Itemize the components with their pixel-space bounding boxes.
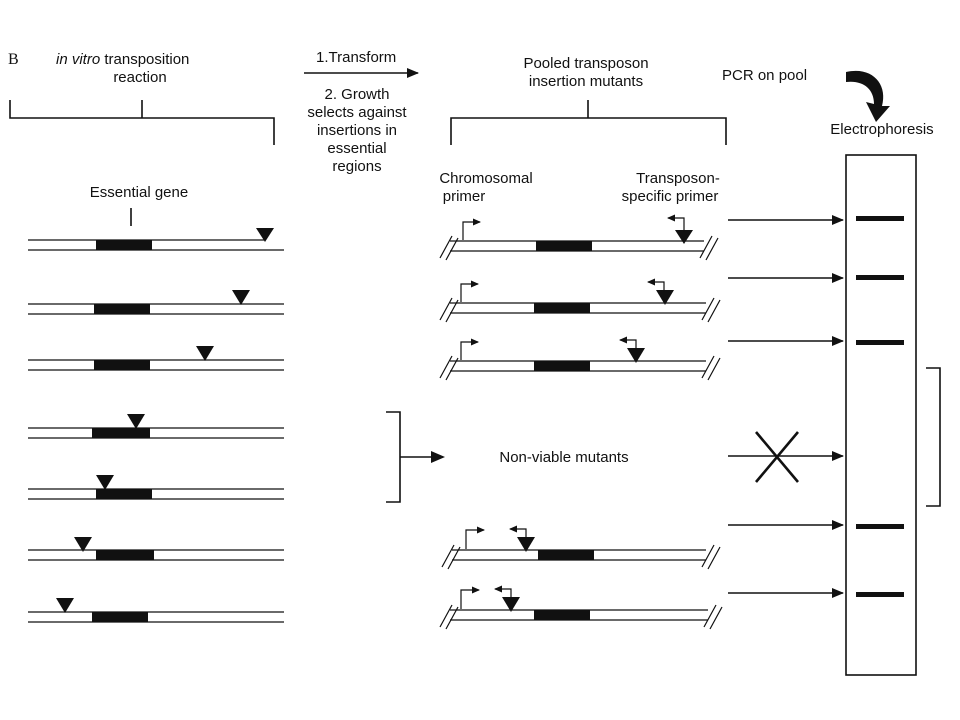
transposon-primer-line-1: Transposon- bbox=[636, 170, 720, 187]
chromosomal-primer-arrow bbox=[465, 526, 485, 549]
pooled-mutant-2 bbox=[439, 278, 721, 323]
pcr-curved-arrow-icon bbox=[846, 70, 890, 122]
essential-gene-block bbox=[94, 360, 150, 370]
chromosomal-primer-arrow bbox=[460, 280, 479, 302]
essential-gene-block bbox=[92, 428, 150, 438]
growth-line-5: regions bbox=[332, 158, 381, 175]
pooled-mutant-1 bbox=[439, 214, 719, 261]
transposon-primer-arrow bbox=[619, 336, 637, 350]
nonviable-arrowhead bbox=[431, 451, 445, 463]
chromosome-break-mark bbox=[439, 297, 721, 323]
nonviable-label: Non-viable mutants bbox=[499, 449, 628, 466]
transform-label: 1.Transform bbox=[316, 49, 396, 66]
transposon-primer-arrow bbox=[647, 278, 665, 292]
chromosomal-primer-line-1: Chromosomal bbox=[439, 170, 532, 187]
essential-gene-block bbox=[94, 304, 150, 314]
chromosomal-primer-arrow bbox=[462, 218, 481, 240]
essential-gene-block bbox=[92, 612, 148, 622]
pooled-mutants bbox=[439, 214, 723, 630]
essential-gene-label: Essential gene bbox=[90, 184, 188, 201]
transposon-insertion-icon bbox=[232, 290, 250, 305]
transposon-insertion-icon bbox=[56, 598, 74, 613]
essential-gene-block bbox=[96, 240, 152, 250]
step1-line2: reaction bbox=[113, 69, 166, 86]
left-chromosome-1 bbox=[28, 228, 284, 251]
chromosome-break-mark bbox=[441, 544, 721, 570]
essential-gene-block bbox=[534, 361, 590, 371]
chromosome-break-mark bbox=[439, 355, 721, 381]
step1-line1: in vitro transposition bbox=[56, 51, 189, 68]
chromosomal-primer-arrow bbox=[460, 338, 479, 360]
gel-band bbox=[856, 592, 904, 597]
gel-band bbox=[856, 524, 904, 529]
pcr-label: PCR on pool bbox=[722, 67, 807, 84]
essential-gene-block bbox=[534, 303, 590, 313]
chromosomal-primer-arrow bbox=[460, 586, 480, 609]
left-chromosome-3 bbox=[28, 346, 284, 371]
chromosomal-primer-line-2: primer bbox=[443, 188, 486, 205]
left-chromosome-4 bbox=[28, 414, 284, 439]
transposon-insertion-icon bbox=[675, 230, 693, 244]
transposon-primer-line-2: specific primer bbox=[622, 188, 719, 205]
essential-gene-block bbox=[536, 241, 592, 251]
transposon-insertion-icon bbox=[74, 537, 92, 552]
essential-gene-block bbox=[538, 550, 594, 560]
pooled-line-1: Pooled transposon bbox=[523, 55, 648, 72]
gel-band bbox=[856, 216, 904, 221]
growth-line-4: essential bbox=[327, 140, 386, 157]
left-chromosome-5 bbox=[28, 475, 284, 500]
transposon-insertion-icon bbox=[502, 597, 520, 612]
gel-band bbox=[856, 275, 904, 280]
cross-icon bbox=[755, 431, 799, 483]
transposon-insertion-icon bbox=[127, 414, 145, 429]
left-chromosome-7 bbox=[28, 598, 284, 623]
step1-italic: in vitro bbox=[56, 51, 100, 68]
essential-gene-block bbox=[534, 610, 590, 620]
transposon-insertion-icon bbox=[656, 290, 674, 305]
transposon-insertion-icon bbox=[96, 475, 114, 490]
transposon-insertion-icon bbox=[517, 537, 535, 552]
left-chromosome-2 bbox=[28, 290, 284, 315]
growth-line-1: 2. Growth bbox=[324, 86, 389, 103]
transposon-primer-arrow bbox=[494, 585, 512, 599]
pooled-mutant-5 bbox=[439, 585, 723, 630]
pooled-mutant-4 bbox=[441, 525, 721, 570]
step1-rest: transposition bbox=[100, 51, 189, 68]
transposon-primer-arrow bbox=[667, 214, 685, 232]
growth-line-3: insertions in bbox=[317, 122, 397, 139]
transposon-insertion-icon bbox=[256, 228, 274, 242]
left-bracket bbox=[9, 100, 275, 145]
middle-bracket bbox=[450, 100, 727, 145]
missing-bands-bracket bbox=[926, 367, 941, 507]
left-chromosomes bbox=[28, 228, 284, 623]
chromosome-break-mark bbox=[439, 604, 723, 630]
panel-label: B bbox=[8, 51, 19, 68]
essential-gene-block bbox=[96, 550, 154, 560]
left-chromosome-6 bbox=[28, 537, 284, 561]
growth-line-2: selects against bbox=[307, 104, 407, 121]
electrophoresis-gel bbox=[845, 154, 917, 676]
electrophoresis-label: Electrophoresis bbox=[830, 121, 933, 138]
essential-gene-block bbox=[96, 489, 152, 499]
gel-band bbox=[856, 340, 904, 345]
transposon-insertion-icon bbox=[627, 348, 645, 363]
pooled-line-2: insertion mutants bbox=[529, 73, 643, 90]
transposon-insertion-icon bbox=[196, 346, 214, 361]
transposon-primer-arrow bbox=[509, 525, 527, 539]
pooled-mutant-3 bbox=[439, 336, 721, 381]
chromosome-break-mark bbox=[439, 235, 719, 261]
